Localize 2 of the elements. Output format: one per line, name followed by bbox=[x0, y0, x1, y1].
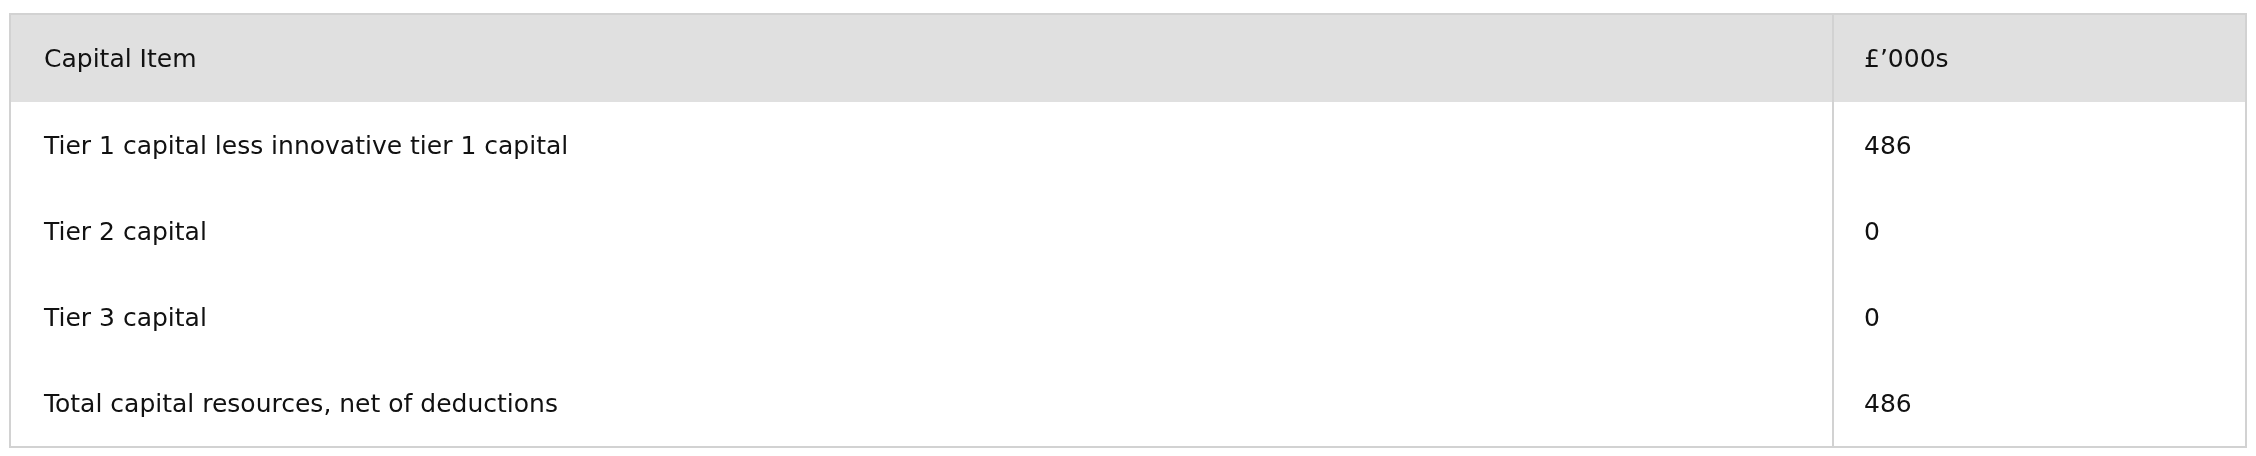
column-header: Capital Item bbox=[11, 15, 1832, 102]
column-header: £’000s bbox=[1832, 15, 2245, 102]
